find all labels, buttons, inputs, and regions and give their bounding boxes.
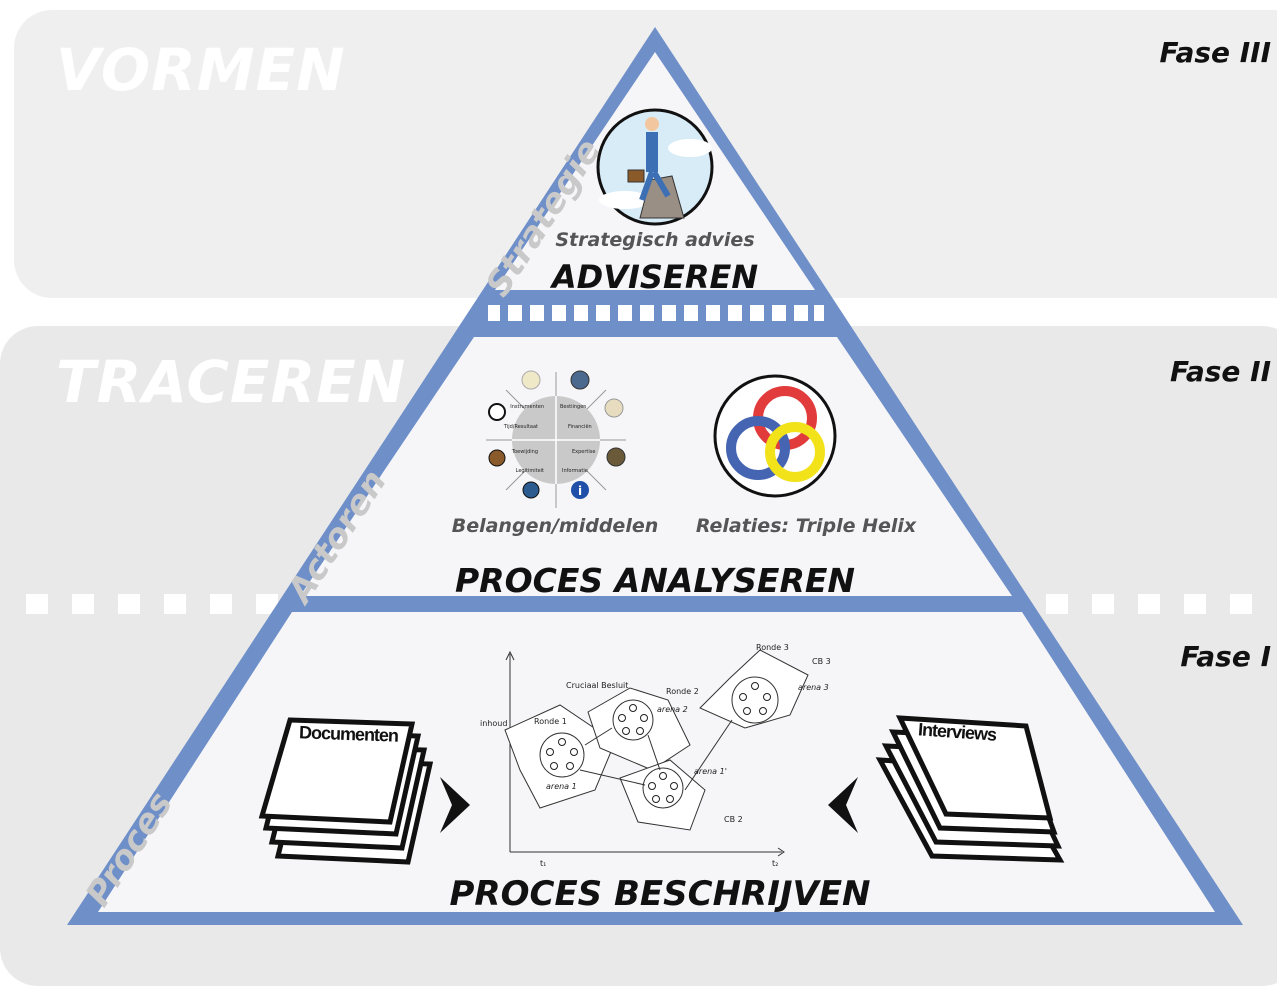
chart-label: t₁: [540, 859, 546, 868]
chart-label: t₂: [772, 859, 778, 868]
band-word-traceren: TRACEREN: [56, 348, 407, 416]
wheel-label: Instrumenten: [510, 404, 544, 410]
interests-caption: Belangen/middelen: [451, 515, 659, 537]
fase-label-3: Fase III: [1159, 36, 1271, 69]
chart-label: arena 2: [657, 705, 688, 714]
layer-title-proces-analyseren: PROCES ANALYSEREN: [454, 561, 856, 600]
wheel-label: Informatie: [562, 468, 588, 474]
documents-stack: [258, 717, 434, 865]
wheel-label: Legitimiteit: [516, 468, 544, 474]
band-word-vormen: VORMEN: [56, 36, 346, 104]
strategy-caption: Strategisch advies: [555, 229, 755, 251]
pyramid-middle-fill: [300, 337, 1012, 596]
wheel-label: Expertise: [572, 449, 595, 455]
pyramid-diagram: Instrumenten Bestiingen Tijd/Resultaat F…: [26, 27, 1252, 925]
chart-label: arena 3: [798, 683, 829, 692]
chart-label: Ronde 3: [756, 643, 789, 652]
chart-label: arena 1: [546, 782, 577, 791]
arrow-left-icon: [828, 777, 858, 833]
chart-label: Ronde 2: [666, 687, 699, 696]
triple-helix-diagram: [713, 374, 837, 498]
documents-label: Documenten: [298, 722, 399, 746]
interests-wheel: Instrumenten Bestiingen Tijd/Resultaat F…: [486, 370, 626, 508]
strategy-illustration: [596, 108, 714, 226]
interviews-stack: [875, 715, 1065, 863]
layer-title-adviseren: ADVISEREN: [551, 258, 759, 296]
dashed-connector: [488, 305, 824, 321]
layer-title-proces-beschrijven: PROCES BESCHRIJVEN: [449, 874, 871, 914]
chart-label: CB 3: [812, 657, 831, 666]
wheel-label: Financiën: [568, 424, 592, 430]
wheel-label: Bestiingen: [560, 404, 586, 410]
fase-label-2: Fase II: [1169, 355, 1271, 388]
process-chart: [504, 649, 809, 857]
chart-label: arena 1': [694, 767, 727, 776]
chart-label: Cruciaal Besluit: [566, 681, 628, 690]
fase-label-1: Fase I: [1180, 640, 1271, 673]
process-chart-labels: inhoud Ronde 1 Ronde 2 Ronde 3 arena 1 a…: [480, 643, 831, 868]
phase-divider: [26, 594, 1252, 614]
arrow-right-icon: [440, 777, 470, 833]
chart-label: inhoud: [480, 719, 507, 728]
svg-text:i: i: [578, 484, 582, 498]
wheel-label: Toewijding: [511, 449, 538, 455]
chart-label: Ronde 1: [534, 717, 567, 726]
wheel-label: Tijd/Resultaat: [503, 424, 538, 430]
triple-helix-caption: Relaties: Triple Helix: [695, 515, 917, 537]
chart-label: CB 2: [724, 815, 743, 824]
